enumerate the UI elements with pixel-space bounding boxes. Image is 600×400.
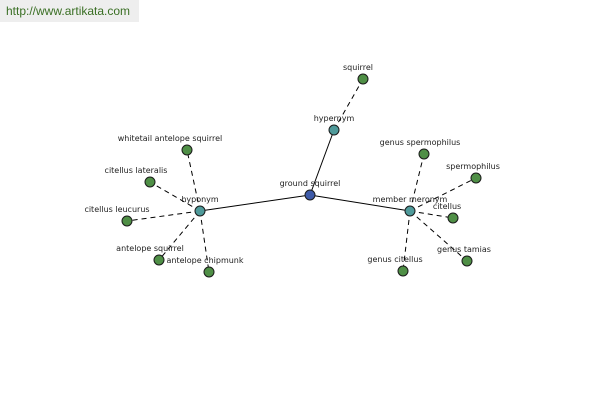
nodes: squirrel whitetail antelope squirrel citel…	[84, 63, 500, 278]
node-antelope-squirrel[interactable]: antelope squirrel	[116, 244, 184, 266]
node-circle-citellus-lateralis[interactable]	[144, 176, 156, 188]
edge-member-meronym-genus-tamias	[409, 210, 468, 262]
edge-member-meronym-citellus	[409, 210, 454, 219]
node-circle-genus-citellus[interactable]	[397, 265, 409, 277]
watermark-url[interactable]: http://www.artikata.com	[0, 0, 139, 22]
edge-ground-squirrel-hypernym	[309, 129, 335, 196]
node-label-hypernym: hypernym	[314, 114, 355, 123]
edge-hyponym-citellus-leucurus	[126, 210, 201, 222]
node-label-citellus-leucurus: citellus leucurus	[84, 205, 149, 214]
node-squirrel[interactable]: squirrel	[343, 63, 373, 85]
node-antelope-chipmunk[interactable]: antelope chipmunk	[166, 256, 244, 278]
edge-member-meronym-genus-spermophilus	[409, 153, 425, 212]
node-label-whitetail-antelope-squirrel: whitetail antelope squirrel	[118, 134, 223, 143]
node-citellus-leucurus[interactable]: citellus leucurus	[84, 205, 150, 227]
node-circle-hyponym[interactable]	[194, 205, 206, 217]
node-hyponym[interactable]: hyponym	[181, 195, 219, 217]
node-circle-member-meronym[interactable]	[404, 205, 416, 217]
node-citellus-lateralis[interactable]: citellus lateralis	[105, 166, 168, 188]
node-genus-citellus[interactable]: genus citellus	[367, 255, 423, 277]
node-circle-whitetail-antelope-squirrel[interactable]	[181, 144, 193, 156]
node-hypernym[interactable]: hypernym	[314, 114, 355, 136]
edge-ground-squirrel-hyponym	[199, 194, 311, 212]
node-spermophilus[interactable]: spermophilus	[446, 162, 500, 184]
node-label-genus-citellus: genus citellus	[367, 255, 422, 264]
edge-hypernym-squirrel	[333, 78, 364, 131]
edge-member-meronym-genus-citellus	[402, 210, 411, 272]
node-label-citellus: citellus	[433, 202, 461, 211]
edge-member-meronym-spermophilus	[409, 177, 477, 212]
node-label-hyponym: hyponym	[181, 195, 219, 204]
node-circle-citellus[interactable]	[447, 212, 459, 224]
node-genus-spermophilus[interactable]: genus spermophilus	[380, 138, 461, 160]
node-label-spermophilus: spermophilus	[446, 162, 500, 171]
node-genus-tamias[interactable]: genus tamias	[437, 245, 491, 267]
node-label-squirrel: squirrel	[343, 63, 373, 72]
node-circle-genus-spermophilus[interactable]	[418, 148, 430, 160]
edge-ground-squirrel-member-meronym	[309, 194, 411, 212]
edge-hyponym-antelope-squirrel	[158, 210, 201, 261]
node-citellus[interactable]: citellus	[433, 202, 461, 224]
node-label-antelope-chipmunk: antelope chipmunk	[166, 256, 243, 265]
node-label-genus-tamias: genus tamias	[437, 245, 491, 254]
edge-hyponym-antelope-chipmunk	[199, 210, 210, 273]
node-circle-squirrel[interactable]	[357, 73, 369, 85]
node-circle-antelope-chipmunk[interactable]	[203, 266, 215, 278]
node-circle-genus-tamias[interactable]	[461, 255, 473, 267]
edges	[126, 78, 477, 273]
node-whitetail-antelope-squirrel[interactable]: whitetail antelope squirrel	[118, 134, 223, 156]
edge-hyponym-whitetail-antelope-squirrel	[186, 149, 201, 212]
node-label-genus-spermophilus: genus spermophilus	[380, 138, 461, 147]
node-circle-hypernym[interactable]	[328, 124, 340, 136]
node-label-member-meronym: member meronym	[373, 195, 448, 204]
node-label-ground-squirrel: ground squirrel	[280, 179, 341, 188]
node-circle-spermophilus[interactable]	[470, 172, 482, 184]
node-circle-ground-squirrel[interactable]	[304, 189, 316, 201]
node-circle-antelope-squirrel[interactable]	[153, 254, 165, 266]
edge-hyponym-citellus-lateralis	[149, 181, 201, 212]
node-label-antelope-squirrel: antelope squirrel	[116, 244, 184, 253]
node-ground-squirrel[interactable]: ground squirrel	[280, 179, 341, 201]
node-member-meronym[interactable]: member meronym	[373, 195, 448, 217]
node-label-citellus-lateralis: citellus lateralis	[105, 166, 168, 175]
node-circle-citellus-leucurus[interactable]	[121, 215, 133, 227]
